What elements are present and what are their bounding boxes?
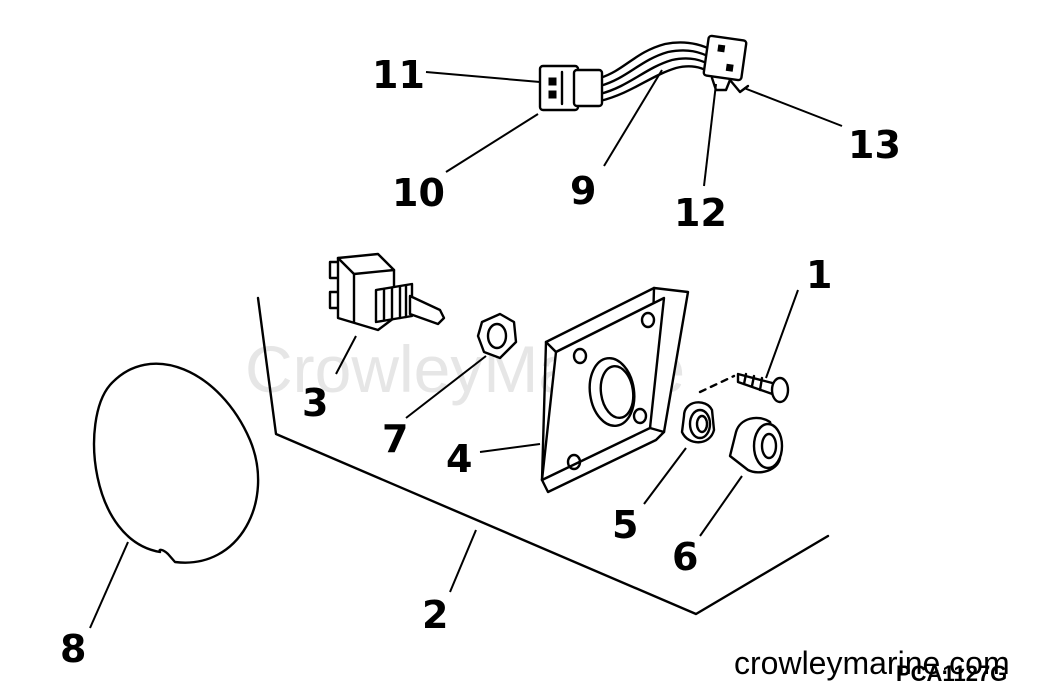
connector-right — [702, 34, 750, 94]
mounting-plate — [540, 286, 690, 494]
callout-5: 5 — [612, 503, 638, 547]
callout-12: 12 — [674, 191, 727, 235]
leader-lines — [89, 69, 843, 629]
boot-cap — [728, 416, 784, 474]
callout-8: 8 — [60, 627, 86, 671]
hex-nut — [476, 312, 518, 360]
gasket-ring — [92, 362, 260, 564]
bushing — [680, 401, 716, 444]
callout-4: 4 — [446, 437, 472, 481]
callout-13: 13 — [848, 123, 901, 167]
callout-1: 1 — [806, 253, 832, 297]
callout-6: 6 — [672, 535, 698, 579]
callout-7: 7 — [382, 417, 408, 461]
screw — [698, 372, 790, 404]
toggle-switch — [328, 252, 446, 332]
callout-9: 9 — [570, 169, 596, 213]
connector-left — [538, 64, 604, 112]
wire-harness — [538, 34, 750, 112]
callout-10: 10 — [392, 171, 445, 215]
site-watermark: crowleymarine.com — [734, 645, 1010, 681]
part-code: PCA1127G — [896, 661, 1007, 686]
callout-3: 3 — [302, 381, 328, 425]
panel-outline — [256, 296, 830, 616]
callout-2: 2 — [422, 593, 448, 637]
callout-labels: 11 10 9 12 13 1 3 7 4 5 6 2 8 — [60, 53, 901, 671]
callout-11: 11 — [372, 53, 425, 97]
